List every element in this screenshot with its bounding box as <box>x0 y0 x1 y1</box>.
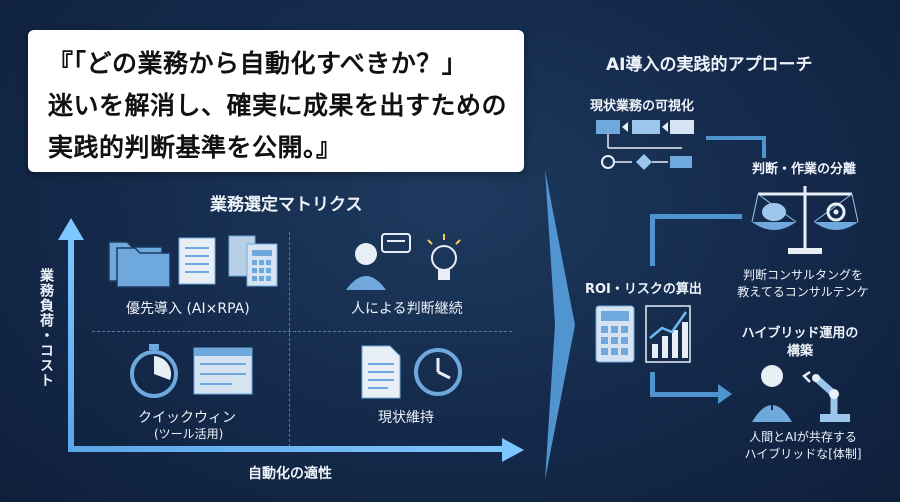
x-axis <box>68 446 508 452</box>
connector-3b <box>650 392 722 397</box>
document-clock-icon <box>361 345 462 399</box>
step2-label: 判断・作業の分離 <box>752 162 857 177</box>
stopwatch-window-icon <box>130 344 253 398</box>
y-axis <box>68 232 74 450</box>
human-robot-icon <box>752 365 850 422</box>
matrix-title: 業務選定マトリクス <box>210 195 363 215</box>
connector-2b <box>650 214 655 266</box>
quadrant-bottom-left-label: クイックウィン <box>138 410 236 426</box>
matrix-divider-vertical <box>289 232 290 447</box>
x-axis-arrow-icon <box>502 438 524 462</box>
connector-1b <box>762 136 766 158</box>
x-axis-label: 自動化の適性 <box>248 466 332 482</box>
connector-arrow-icon <box>718 384 732 404</box>
quadrant-bottom-right-label: 現状維持 <box>378 410 434 426</box>
step4-sub2: ハイブリッドな[体制] <box>744 447 862 461</box>
step4-sub1: 人間とAIが共存する <box>749 430 857 444</box>
balance-scale-icon <box>751 186 859 254</box>
quadrant-top-right-label: 人による判断継続 <box>351 301 463 317</box>
step4-label-line1: ハイブリッド運用の <box>741 326 859 341</box>
quote-line-1: 『「どの業務から自動化すべきか？」 <box>48 49 468 78</box>
y-axis-label: 業務負荷・コスト <box>38 268 54 388</box>
step1-label: 現状業務の可視化 <box>590 99 695 114</box>
step3-label: ROI・リスクの算出 <box>585 282 702 297</box>
step2-sub2: 教えてるコンサルテンケ <box>737 285 869 299</box>
quote-box: 『「どの業務から自動化すべきか？」 迷いを解消し、確実に成果を出すための 実践的… <box>28 30 524 172</box>
step2-sub1: 判断コンサルタングを <box>742 268 863 282</box>
folders-documents-icon <box>108 235 278 288</box>
calculator-chart-icon <box>595 305 691 363</box>
approach-title: AI導入の実践的アプローチ <box>606 55 813 75</box>
flow-chevron-icon <box>545 170 575 480</box>
connector-1 <box>706 136 766 140</box>
quote-line-2: 迷いを解消し、確実に成果を出すための <box>48 91 508 120</box>
connector-2 <box>650 214 742 219</box>
process-flow-icon <box>596 120 694 170</box>
quadrant-top-left-label: 優先導入 (AI×RPA) <box>126 301 250 317</box>
quadrant-bottom-left-sublabel: (ツール活用) <box>154 427 224 441</box>
matrix-divider-horizontal <box>92 331 512 332</box>
person-idea-icon <box>346 233 461 290</box>
y-axis-arrow-icon <box>58 218 84 240</box>
quote-line-3: 実践的判断基準を公開。』 <box>48 133 342 162</box>
step4-label-line2: 構築 <box>786 344 813 359</box>
connector-3 <box>650 372 655 396</box>
